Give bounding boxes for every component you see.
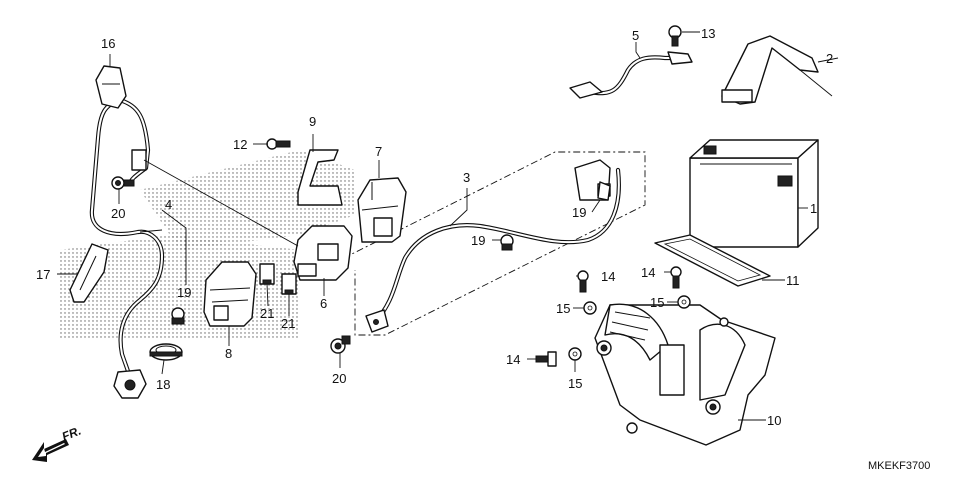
fuse-21-left: [259, 263, 275, 285]
callout-4: 4: [165, 197, 172, 212]
callout-12: 12: [233, 137, 247, 152]
callout-19-left: 19: [177, 285, 191, 300]
callout-19-middle: 19: [471, 233, 485, 248]
callout-11: 11: [786, 273, 800, 288]
fuse-box-8: [203, 261, 257, 327]
bolt-20-lower: [330, 335, 351, 354]
callout-9: 9: [309, 114, 316, 129]
front-direction-arrow-icon: [32, 439, 69, 462]
callout-14-upper-left: 14: [601, 269, 615, 284]
callout-8: 8: [225, 346, 232, 361]
holder-rubber-17: [69, 243, 109, 303]
bolt-20-upper: [111, 176, 135, 190]
callout-21-left: 21: [260, 306, 274, 321]
washer-15-upper-right: [677, 295, 691, 309]
callout-20-lower: 20: [332, 371, 346, 386]
battery: [689, 139, 819, 248]
callout-6: 6: [320, 296, 327, 311]
callout-16: 16: [101, 36, 115, 51]
harness-band-18: [149, 343, 183, 361]
battery-rubber-sheet: [654, 234, 771, 287]
callout-10: 10: [767, 413, 781, 428]
battery-band: [721, 35, 833, 105]
sub-harness-3: [365, 159, 621, 333]
frame-shading-upper: [140, 150, 355, 250]
washer-15-lower: [568, 347, 582, 361]
washer-15-upper-left: [583, 301, 597, 315]
callout-3: 3: [463, 170, 470, 185]
callout-7: 7: [375, 144, 382, 159]
starter-relay-6: [293, 225, 353, 281]
callout-21-right: 21: [281, 316, 295, 331]
clip-19-middle: [500, 234, 514, 251]
wire-harness-4: [89, 97, 165, 399]
clip-19-right: [597, 181, 611, 201]
battery-cable: [569, 51, 693, 99]
harness-holder-16: [95, 65, 127, 109]
relay-cover-7: [357, 177, 407, 243]
callout-15-upper-left: 15: [556, 301, 570, 316]
bolt-14-upper-left: [577, 270, 589, 293]
callout-15-lower: 15: [568, 376, 582, 391]
leader-lines: [57, 31, 839, 421]
callout-2: 2: [826, 51, 833, 66]
bolt-13: [668, 25, 682, 47]
callout-14-upper-right: 14: [641, 265, 655, 280]
callout-15-upper-right: 15: [650, 295, 664, 310]
callout-18: 18: [156, 377, 170, 392]
direction-label: FR.: [60, 424, 83, 444]
bolt-12: [266, 138, 291, 150]
battery-box: [594, 303, 776, 446]
bolt-14-lower: [535, 351, 557, 367]
harness-boundary: [329, 151, 646, 336]
bolt-14-upper-right: [670, 266, 682, 289]
callout-19-right: 19: [572, 205, 586, 220]
callout-5: 5: [632, 28, 639, 43]
callout-20-upper: 20: [111, 206, 125, 221]
relay-bracket-9: [297, 149, 343, 206]
callout-1: 1: [810, 201, 817, 216]
clip-19-left: [171, 307, 185, 325]
diagram-code: MKEKF3700: [868, 460, 930, 472]
callout-14-lower: 14: [506, 352, 520, 367]
callout-17: 17: [36, 267, 50, 282]
callout-13: 13: [701, 26, 715, 41]
fuse-21-right: [281, 273, 297, 295]
